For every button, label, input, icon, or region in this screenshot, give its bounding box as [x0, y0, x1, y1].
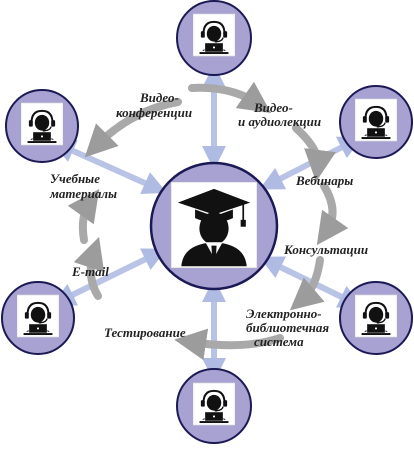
operator-laptop-icon	[21, 102, 63, 146]
labels: Видео- конференции Видео- и аудиолекции …	[49, 90, 368, 349]
label-materials-line2: материалы	[49, 186, 117, 201]
label-video-conf-line2: конференции	[116, 105, 192, 120]
ring-arrow-email	[73, 236, 105, 300]
label-video-audio-line1: Видео-	[253, 100, 293, 115]
satellite-top	[176, 0, 252, 76]
satellite-bottom	[176, 368, 252, 444]
label-testing: Тестирование	[104, 325, 186, 340]
label-materials-line1: Учебные	[50, 171, 100, 186]
operator-laptop-icon	[193, 13, 235, 57]
operator-laptop-icon	[355, 294, 397, 338]
label-webinars: Вебинары	[295, 173, 353, 188]
label-elib-line1: Электронно-	[246, 306, 322, 321]
ring-arrow-video-audio	[188, 81, 272, 114]
ring-arrow-testing	[174, 328, 284, 361]
ring-arrow-consultations	[316, 182, 349, 246]
ring-arrow-elib	[289, 256, 325, 311]
satellite-lower-right	[339, 281, 413, 355]
ring-arrow-webinars	[292, 124, 336, 182]
ring-arrow-video-conf	[84, 98, 182, 158]
center-node	[149, 161, 279, 291]
label-consultations: Консультации	[283, 242, 368, 257]
label-video-conf-line1: Видео-	[139, 90, 179, 105]
ring-arrow-materials	[67, 188, 100, 244]
ring-arrows	[67, 81, 349, 361]
spoke-arrow-lower-left	[51, 248, 167, 306]
satellite-lower-left	[1, 281, 75, 355]
label-elib-line3: система	[254, 334, 304, 349]
operator-laptop-icon	[355, 98, 397, 142]
operator-laptop-icon	[17, 294, 59, 338]
satellite-upper-left	[5, 89, 79, 163]
label-elib-line2: библиотечная	[246, 320, 329, 335]
label-email: E-mail	[71, 264, 109, 279]
label-video-audio-line2: и аудиолекции	[238, 114, 321, 129]
graduate-icon	[171, 182, 257, 268]
spoke-arrow-upper-left	[51, 139, 167, 195]
operator-laptop-icon	[193, 382, 235, 426]
satellite-upper-right	[339, 85, 413, 159]
